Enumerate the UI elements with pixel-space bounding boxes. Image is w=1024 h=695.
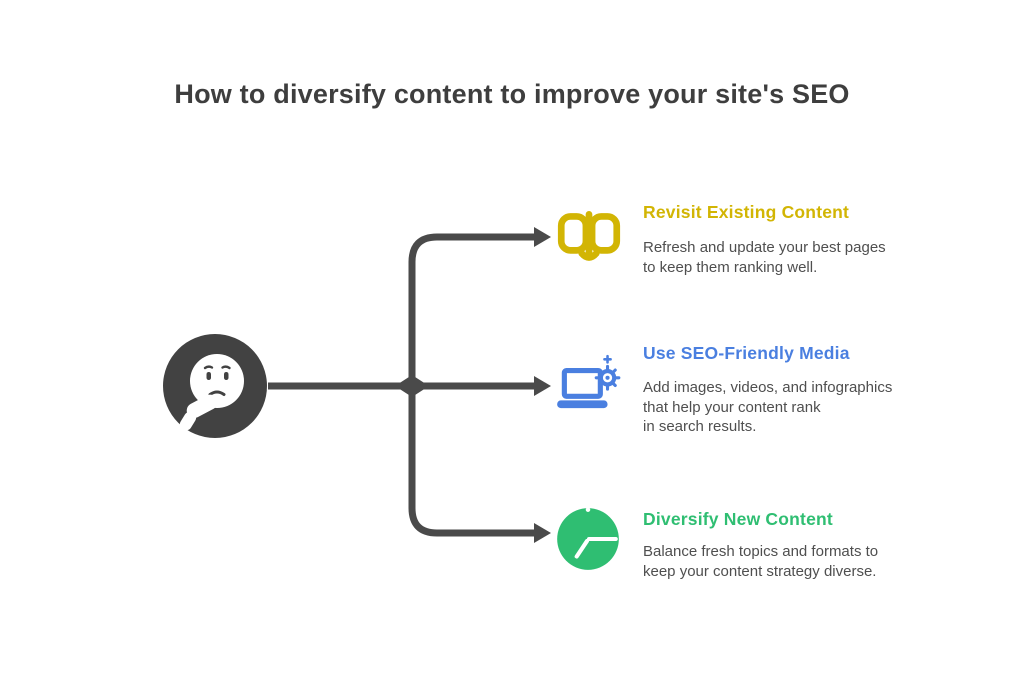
laptop-gear-icon (551, 349, 625, 423)
body-line: in search results. (643, 418, 757, 435)
branch-heading-use-seo-friendly-media: Use SEO-Friendly Media (643, 343, 850, 363)
branch-connector-arrows (255, 195, 555, 565)
page-title: How to diversify content to improve your… (174, 79, 850, 109)
body-line: that help your content rank (643, 398, 821, 416)
thinking-face-icon (160, 331, 270, 441)
body-line: to keep them ranking well. (643, 258, 818, 276)
branch-heading-revisit-existing-content: Revisit Existing Content (643, 202, 850, 222)
branch-body-diversify-new-content: Balance fresh topics and formats to keep… (643, 542, 878, 581)
pie-chart-icon (551, 502, 625, 576)
open-book-icon (552, 200, 626, 274)
branch-heading-diversify-new-content: Diversify New Content (643, 509, 833, 529)
body-line: keep your content strategy diverse. (643, 562, 877, 580)
body-line: Balance fresh topics and formats to (643, 543, 879, 560)
body-line: Refresh and update your best pages (643, 239, 886, 256)
branch-body-revisit-existing-content: Refresh and update your best pages to ke… (643, 238, 886, 277)
branch-body-use-seo-friendly-media: Add images, videos, and infographics tha… (643, 378, 892, 437)
body-line: Add images, videos, and infographics (643, 379, 893, 396)
